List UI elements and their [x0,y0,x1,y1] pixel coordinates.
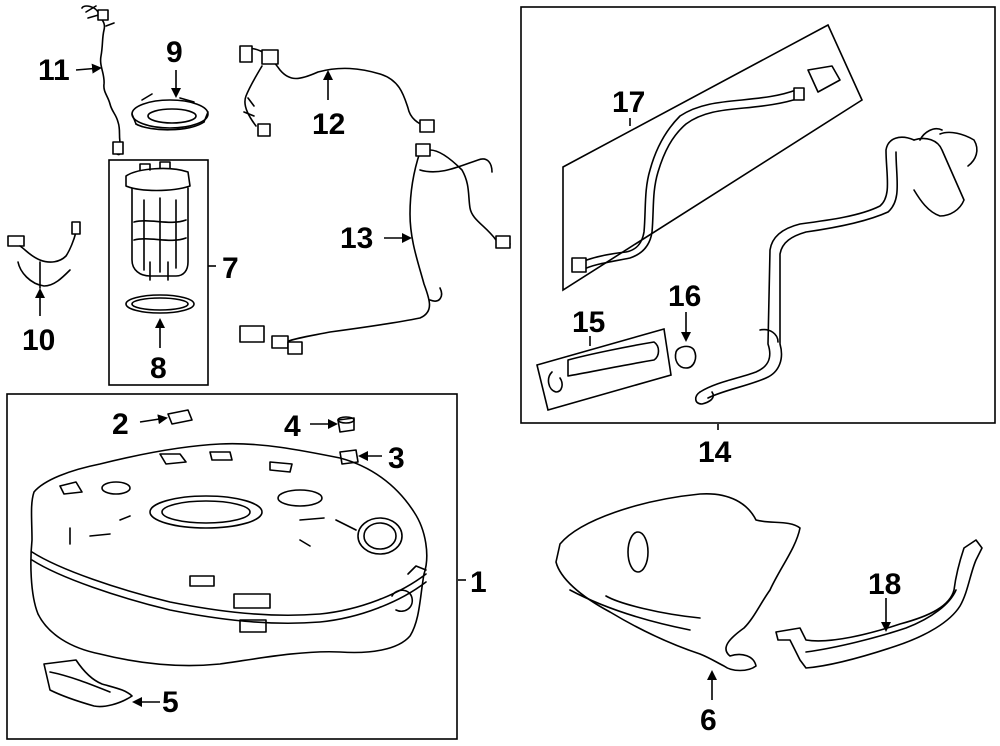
filler-pipe-14[interactable] [694,127,978,405]
bracket-2[interactable] [167,409,193,425]
heat-shield-5[interactable] [43,659,133,708]
callout-16[interactable]: 16 [668,280,701,313]
callout-11[interactable]: 11 [38,54,70,87]
fuel-tank-group-box [6,393,458,740]
vent-tube-subgroup-box [562,23,864,292]
wiring-harness-11[interactable] [81,5,124,156]
leader-lines [35,63,891,707]
fuel-tank-1[interactable] [30,442,428,667]
main-harness-13[interactable] [239,143,511,355]
callout-6[interactable]: 6 [700,704,717,737]
grommet-4[interactable] [337,416,355,433]
tank-strap-18[interactable] [775,539,983,669]
wiring-harness-12[interactable] [239,45,435,137]
callout-1[interactable]: 1 [470,566,487,599]
sender-harness-10[interactable] [7,221,81,289]
callout-8[interactable]: 8 [150,352,167,385]
callout-9[interactable]: 9 [166,36,183,69]
tank-shield-6[interactable] [555,493,801,672]
fuel-pump-module-7[interactable] [125,161,191,281]
seal-subgroup-box [536,327,672,411]
callout-5[interactable]: 5 [162,686,179,719]
callout-labels: 11 9 12 13 7 8 10 17 15 16 14 2 4 3 1 5 … [22,36,901,737]
callout-18[interactable]: 18 [868,568,901,601]
grommet-3[interactable] [339,449,359,465]
lock-ring-9[interactable] [131,93,209,131]
callout-12[interactable]: 12 [312,108,345,141]
hose-clamp-16[interactable] [674,345,697,369]
callout-2[interactable]: 2 [112,408,129,441]
callout-17[interactable]: 17 [612,86,645,119]
callout-10[interactable]: 10 [22,324,55,357]
callout-3[interactable]: 3 [388,442,405,475]
pump-seal-8[interactable] [125,294,195,314]
callout-13[interactable]: 13 [340,222,373,255]
callout-15[interactable]: 15 [572,306,605,339]
fuel-pump-group-box [108,159,209,386]
filler-seal-15[interactable] [547,341,660,393]
vent-tube-17[interactable] [571,65,841,273]
filler-pipe-group-box [520,6,996,424]
callout-14[interactable]: 14 [698,436,732,469]
callout-4[interactable]: 4 [284,410,301,443]
callout-7[interactable]: 7 [222,252,239,285]
